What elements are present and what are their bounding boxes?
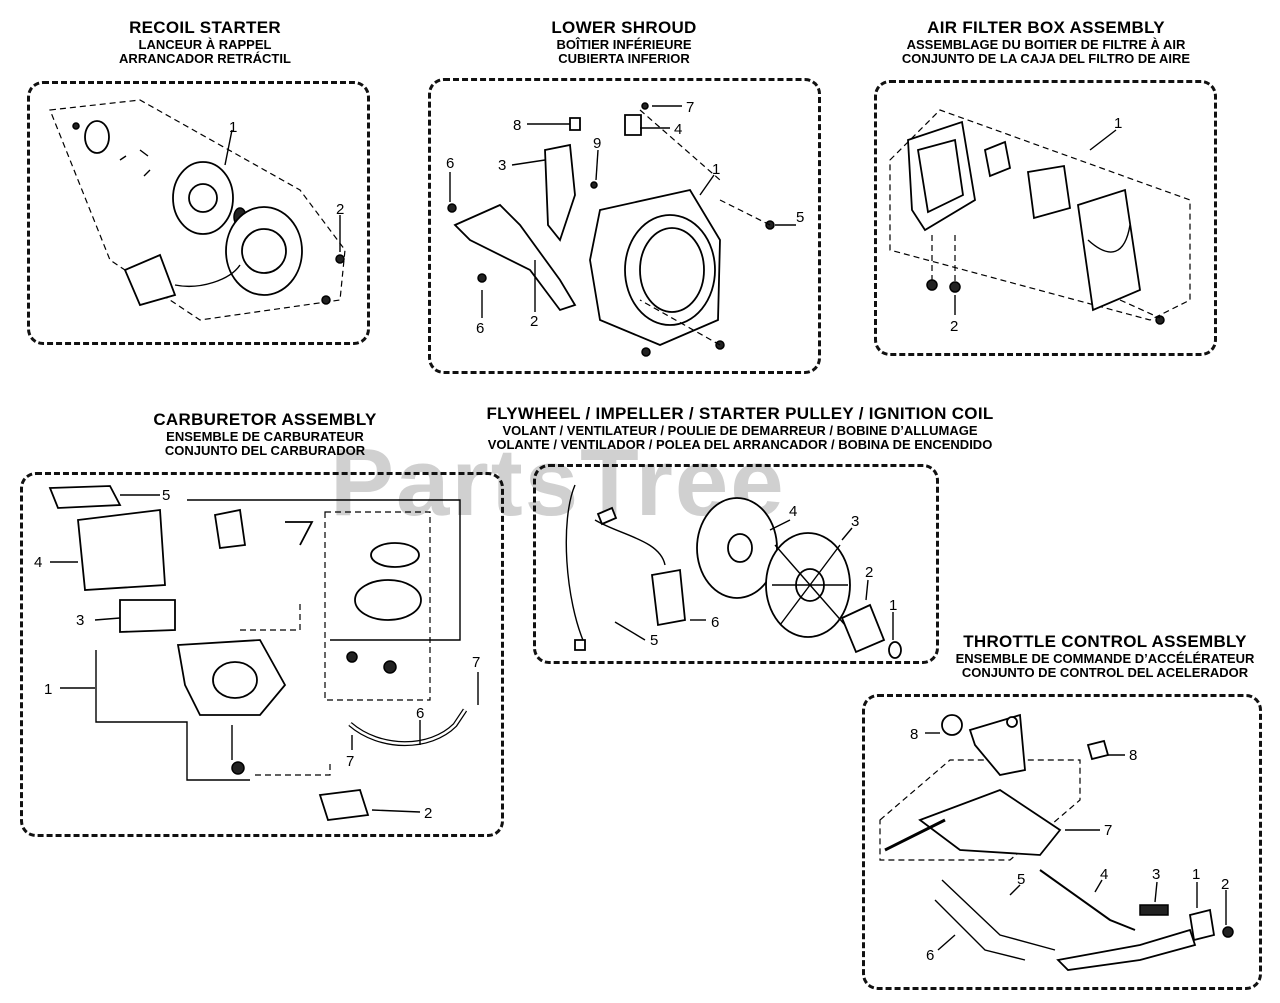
callout-number: 1 <box>712 161 720 178</box>
callout-number: 4 <box>1100 866 1108 883</box>
callout-number: 7 <box>346 753 354 770</box>
section-title-fr: LANCEUR À RAPPEL <box>138 36 272 52</box>
section-title-es: CONJUNTO DE CONTROL DEL ACELERADOR <box>961 665 1249 681</box>
section-title-es: VOLANTE / VENTILADOR / POLEA DEL ARRANCA… <box>487 437 993 453</box>
callout-number: 1 <box>889 597 897 614</box>
callout-number: 5 <box>1017 871 1025 888</box>
throttle-parts <box>879 713 1234 971</box>
callout-number: 1 <box>229 119 237 136</box>
section-title: CARBURETOR ASSEMBLY <box>153 410 377 429</box>
callout-number: 2 <box>424 805 432 822</box>
section-title-es: CUBIERTA INFERIOR <box>558 51 690 67</box>
section-title: FLYWHEEL / IMPELLER / STARTER PULLEY / I… <box>486 404 994 423</box>
title-air-filter-box: AIR FILTER BOX ASSEMBLY ASSEMBLAGE DU BO… <box>886 18 1206 67</box>
callout-number: 6 <box>926 947 934 964</box>
recoil-starter-parts <box>49 99 346 321</box>
callout-number: 3 <box>851 513 859 530</box>
callout-number: 6 <box>416 705 424 722</box>
title-flywheel: FLYWHEEL / IMPELLER / STARTER PULLEY / I… <box>460 404 1020 453</box>
lower-shroud-parts <box>447 102 796 357</box>
callout-number: 6 <box>446 155 454 172</box>
callout-number: 6 <box>476 320 484 337</box>
callout-number: 8 <box>910 726 918 743</box>
callout-number: 3 <box>498 157 506 174</box>
callout-number: 2 <box>1221 876 1229 893</box>
callout-number: 5 <box>162 487 170 504</box>
flywheel-parts <box>565 484 902 659</box>
callout-number: 4 <box>34 554 42 571</box>
callout-number: 2 <box>865 564 873 581</box>
section-title: RECOIL STARTER <box>129 18 281 37</box>
callout-number: 3 <box>76 612 84 629</box>
callout-number: 2 <box>950 318 958 335</box>
callout-number: 9 <box>593 135 601 152</box>
callout-number: 8 <box>1129 747 1137 764</box>
callout-number: 6 <box>711 614 719 631</box>
section-title-fr: VOLANT / VENTILATEUR / POULIE DE DEMARRE… <box>502 422 978 438</box>
section-title: AIR FILTER BOX ASSEMBLY <box>927 18 1165 37</box>
callout-number: 1 <box>1192 866 1200 883</box>
callout-number: 7 <box>686 99 694 116</box>
callout-number: 7 <box>1104 822 1112 839</box>
title-carburetor: CARBURETOR ASSEMBLY ENSEMBLE DE CARBURAT… <box>150 410 380 459</box>
callout-number: 8 <box>513 117 521 134</box>
section-title-es: ARRANCADOR RETRÁCTIL <box>119 51 291 67</box>
title-lower-shroud: LOWER SHROUD BOÎTIER INFÉRIEURE CUBIERTA… <box>524 18 724 67</box>
panel-air-filter-box <box>874 80 1217 356</box>
section-title-fr: ENSEMBLE DE COMMANDE D’ACCÉLÉRATEUR <box>955 650 1255 666</box>
callout-number: 4 <box>789 503 797 520</box>
panel-recoil-starter <box>27 81 370 345</box>
callout-number: 3 <box>1152 866 1160 883</box>
section-title-es: CONJUNTO DE LA CAJA DEL FILTRO DE AIRE <box>901 51 1191 67</box>
panel-flywheel <box>533 464 939 664</box>
section-title: LOWER SHROUD <box>551 18 697 37</box>
callout-number: 1 <box>44 681 52 698</box>
panel-throttle-control <box>862 694 1262 990</box>
callout-number: 7 <box>472 654 480 671</box>
title-throttle-control: THROTTLE CONTROL ASSEMBLY ENSEMBLE DE CO… <box>945 632 1265 681</box>
carburetor-parts <box>48 485 479 821</box>
panel-carburetor <box>20 472 504 837</box>
section-title-fr: ASSEMBLAGE DU BOITIER DE FILTRE À AIR <box>906 36 1186 52</box>
callout-number: 1 <box>1114 115 1122 132</box>
section-title-fr: ENSEMBLE DE CARBURATEUR <box>166 428 364 444</box>
section-title-fr: BOÎTIER INFÉRIEURE <box>556 36 692 52</box>
air-filter-parts <box>889 109 1191 325</box>
callout-number: 2 <box>530 313 538 330</box>
callout-number: 5 <box>796 209 804 226</box>
callout-number: 5 <box>650 632 658 649</box>
title-recoil-starter: RECOIL STARTER LANCEUR À RAPPEL ARRANCAD… <box>105 18 305 67</box>
panel-lower-shroud <box>428 78 821 374</box>
section-title-es: CONJUNTO DEL CARBURADOR <box>164 443 366 459</box>
callout-number: 4 <box>674 121 682 138</box>
section-title: THROTTLE CONTROL ASSEMBLY <box>963 632 1247 651</box>
callout-number: 2 <box>336 201 344 218</box>
